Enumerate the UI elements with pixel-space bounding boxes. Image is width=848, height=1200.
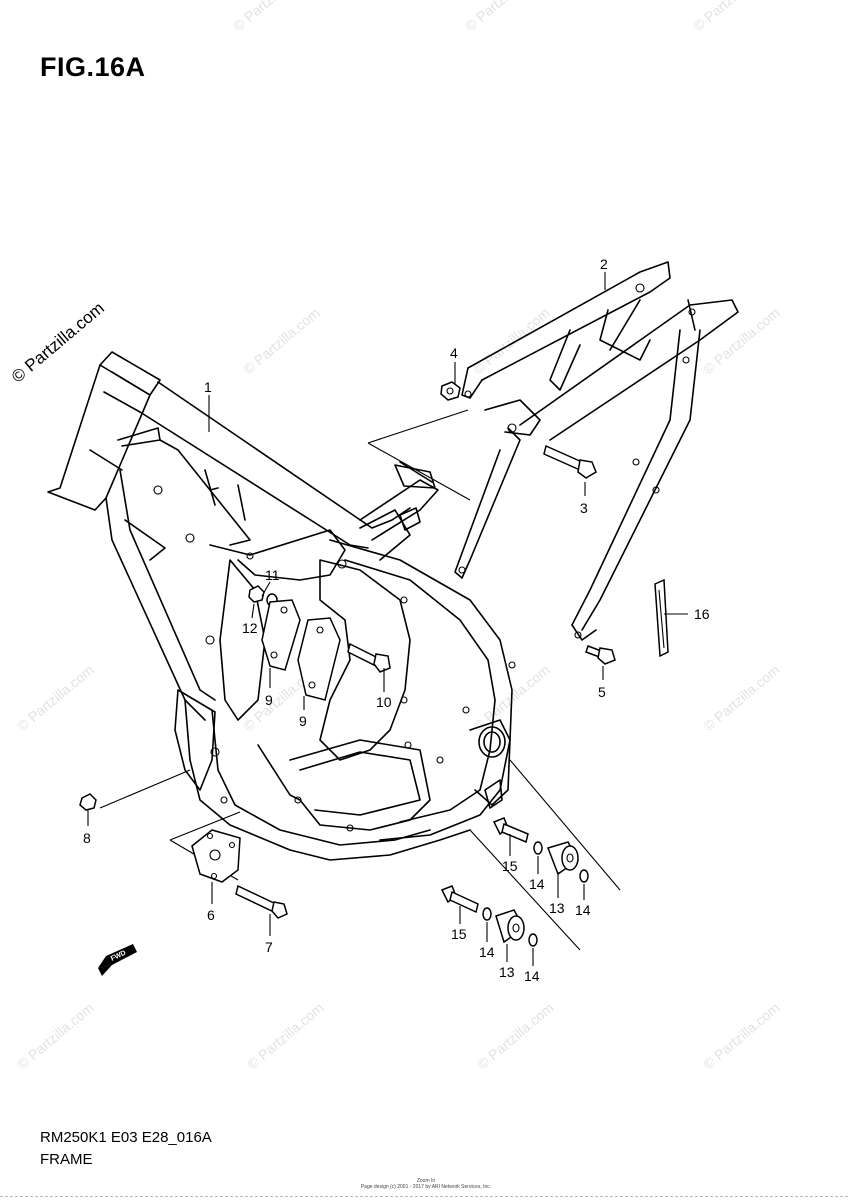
- callout-11: 11: [265, 567, 280, 583]
- callout-1: 1: [204, 379, 212, 395]
- callout-15-upper: 15: [502, 858, 518, 874]
- bracket-part-9-right: [297, 617, 341, 701]
- callout-14-b: 14: [575, 902, 591, 918]
- model-code: RM250K1 E03 E28_016A: [40, 1129, 212, 1146]
- page-fine-print: Zoom In Page design (c) 2001 - 2017 by A…: [356, 1178, 496, 1190]
- callout-9-left: 9: [265, 692, 273, 708]
- callout-13-lower: 13: [499, 964, 515, 980]
- bushing-part-13-lower: [495, 909, 525, 944]
- bushing-part-13-upper: [547, 841, 579, 876]
- bolt-part-15-lower: [440, 885, 479, 914]
- callout-10: 10: [376, 694, 392, 710]
- callout-7: 7: [265, 939, 273, 955]
- callout-13-upper: 13: [549, 900, 565, 916]
- callout-12: 12: [242, 620, 258, 636]
- callout-5: 5: [598, 684, 606, 700]
- callout-14-a: 14: [529, 876, 545, 892]
- fwd-arrow-icon: FWD: [98, 944, 137, 976]
- bolt-part-7: [235, 884, 288, 919]
- callout-15-lower: 15: [451, 926, 467, 942]
- bolt-part-3: [543, 444, 597, 479]
- callout-14-d: 14: [524, 968, 540, 984]
- bracket-part-9-left: [261, 599, 301, 671]
- callout-6: 6: [207, 907, 215, 923]
- page-edge-divider: [0, 1196, 848, 1197]
- callout-16: 16: [694, 606, 710, 622]
- callout-4: 4: [450, 345, 458, 361]
- callout-8: 8: [83, 830, 91, 846]
- callout-3: 3: [580, 500, 588, 516]
- washer-part-14: [579, 869, 589, 883]
- washer-part-14: [528, 933, 538, 947]
- assembly-leaders: [99, 409, 621, 951]
- callout-9-right: 9: [299, 713, 307, 729]
- page-design-credit: Page design (c) 2001 - 2017 by ARI Netwo…: [360, 1184, 492, 1190]
- section-name: FRAME: [40, 1151, 93, 1168]
- washer-part-14: [533, 841, 543, 855]
- strap-part-16: [654, 578, 669, 658]
- zoom-label: Zoom In: [416, 1178, 436, 1184]
- callout-numbers: 1 2 3 4 5 6 7 8 9 9 10 11 12 13 13 14 14…: [83, 256, 710, 984]
- main-frame: [47, 351, 516, 861]
- bolt-part-10: [347, 642, 391, 673]
- washer-part-14: [482, 907, 492, 921]
- bolt-part-5: [585, 645, 616, 665]
- figure-title: FIG.16A: [40, 52, 146, 82]
- sub-frame: [454, 261, 739, 641]
- callout-14-c: 14: [479, 944, 495, 960]
- nut-part-8: [79, 793, 97, 811]
- callout-2: 2: [600, 256, 608, 272]
- nut-part-4: [440, 381, 461, 401]
- nut-part-11: [248, 585, 265, 603]
- plate-part-6: [191, 829, 241, 883]
- bolt-part-15-upper: [492, 817, 529, 844]
- callout-leaders: [87, 272, 688, 966]
